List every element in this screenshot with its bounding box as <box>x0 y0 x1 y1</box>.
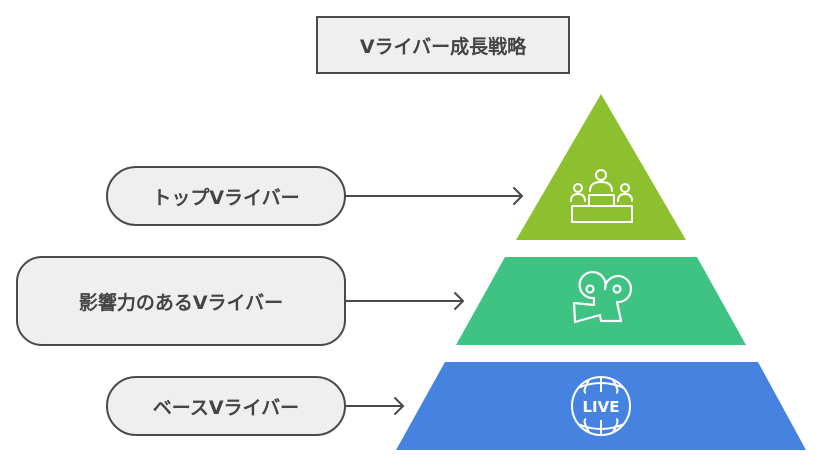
live-globe-icon <box>571 376 631 436</box>
diagram-title-text: Vライバー成長戦略 <box>359 35 527 58</box>
live-globe-icon-text: LIVE <box>583 398 620 416</box>
label-top-text: トップVライバー <box>152 186 300 209</box>
arrow-base <box>345 397 404 415</box>
pyramid-tier-middle <box>456 257 746 345</box>
label-base-text: ベースVライバー <box>152 396 300 419</box>
label-mid-text: 影響力のあるVライバー <box>78 291 284 314</box>
label-base-vliver: ベースVライバー <box>106 376 346 436</box>
arrow-middle <box>345 292 464 310</box>
pyramid-tier-base <box>396 362 806 450</box>
video-camera-icon <box>572 271 633 324</box>
diagram-title: Vライバー成長戦略 <box>316 16 570 74</box>
label-top-vliver: トップVライバー <box>106 166 346 226</box>
label-influential-vliver: 影響力のあるVライバー <box>16 256 346 346</box>
pyramid-tier-top <box>516 94 686 240</box>
podium-people-icon <box>570 169 633 223</box>
arrow-top <box>345 187 523 205</box>
